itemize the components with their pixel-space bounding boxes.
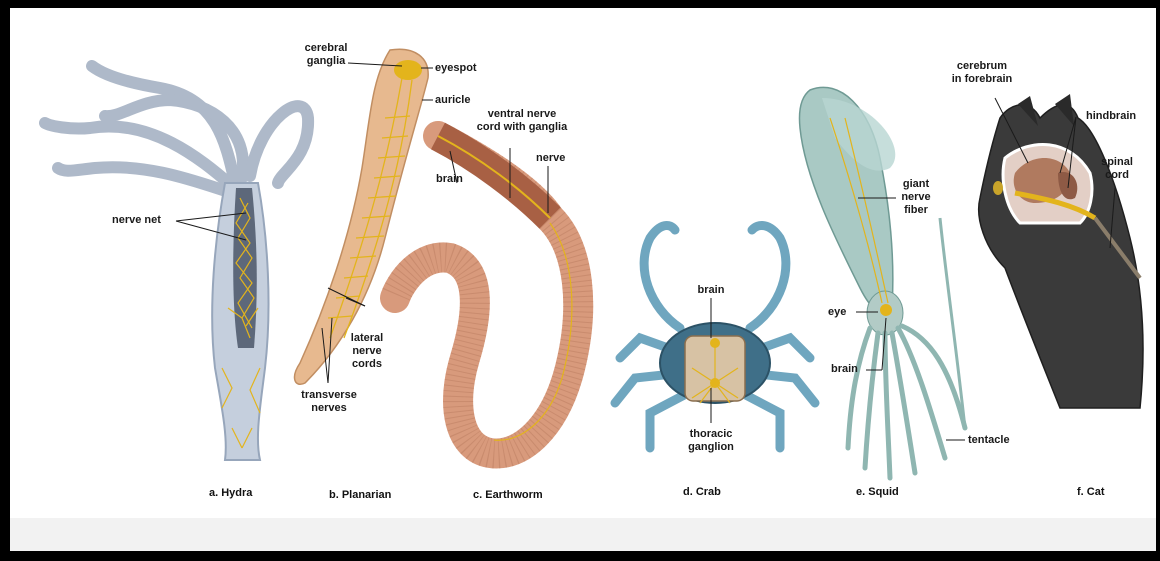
label-tentacle: tentacle (968, 434, 1010, 447)
label-nerve-net: nerve net (112, 214, 161, 227)
caption-earthworm: c. Earthworm (473, 489, 543, 501)
label-squid-brain: brain (831, 363, 858, 376)
hydra-illustration (45, 66, 308, 460)
caption-hydra: a. Hydra (209, 487, 252, 499)
illustration (10, 8, 1156, 551)
crab-illustration (615, 225, 815, 448)
cat-illustration (979, 94, 1143, 408)
label-squid-eye: eye (828, 306, 846, 319)
earthworm-illustration (395, 136, 578, 454)
label-earthworm-nerve: nerve (536, 152, 565, 165)
caption-planarian: b. Planarian (329, 489, 391, 501)
caption-crab: d. Crab (683, 486, 721, 498)
label-eyespot: eyespot (435, 62, 477, 75)
label-hindbrain: hindbrain (1086, 110, 1136, 123)
caption-cat: f. Cat (1077, 486, 1105, 498)
label-earthworm-brain: brain (436, 173, 463, 186)
label-crab-brain: brain (691, 284, 731, 297)
caption-squid: e. Squid (856, 486, 899, 498)
label-auricle: auricle (435, 94, 470, 107)
squid-illustration (799, 87, 965, 478)
